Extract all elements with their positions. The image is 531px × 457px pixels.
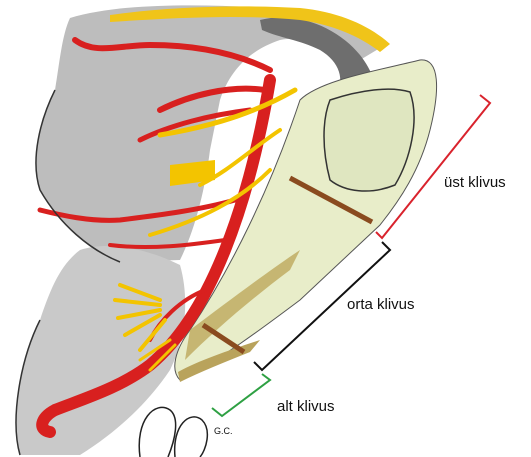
gc-label: G.C. [214, 426, 233, 436]
lower-clivus-label: alt klivus [277, 398, 335, 415]
middle-clivus-label: orta klivus [347, 296, 415, 313]
sella-turcica [324, 89, 414, 191]
lower-clivus-bracket [212, 374, 270, 416]
gc-loop-2 [175, 417, 208, 457]
gc-loop-1 [139, 407, 175, 457]
upper-clivus-label: üst klivus [444, 174, 506, 191]
